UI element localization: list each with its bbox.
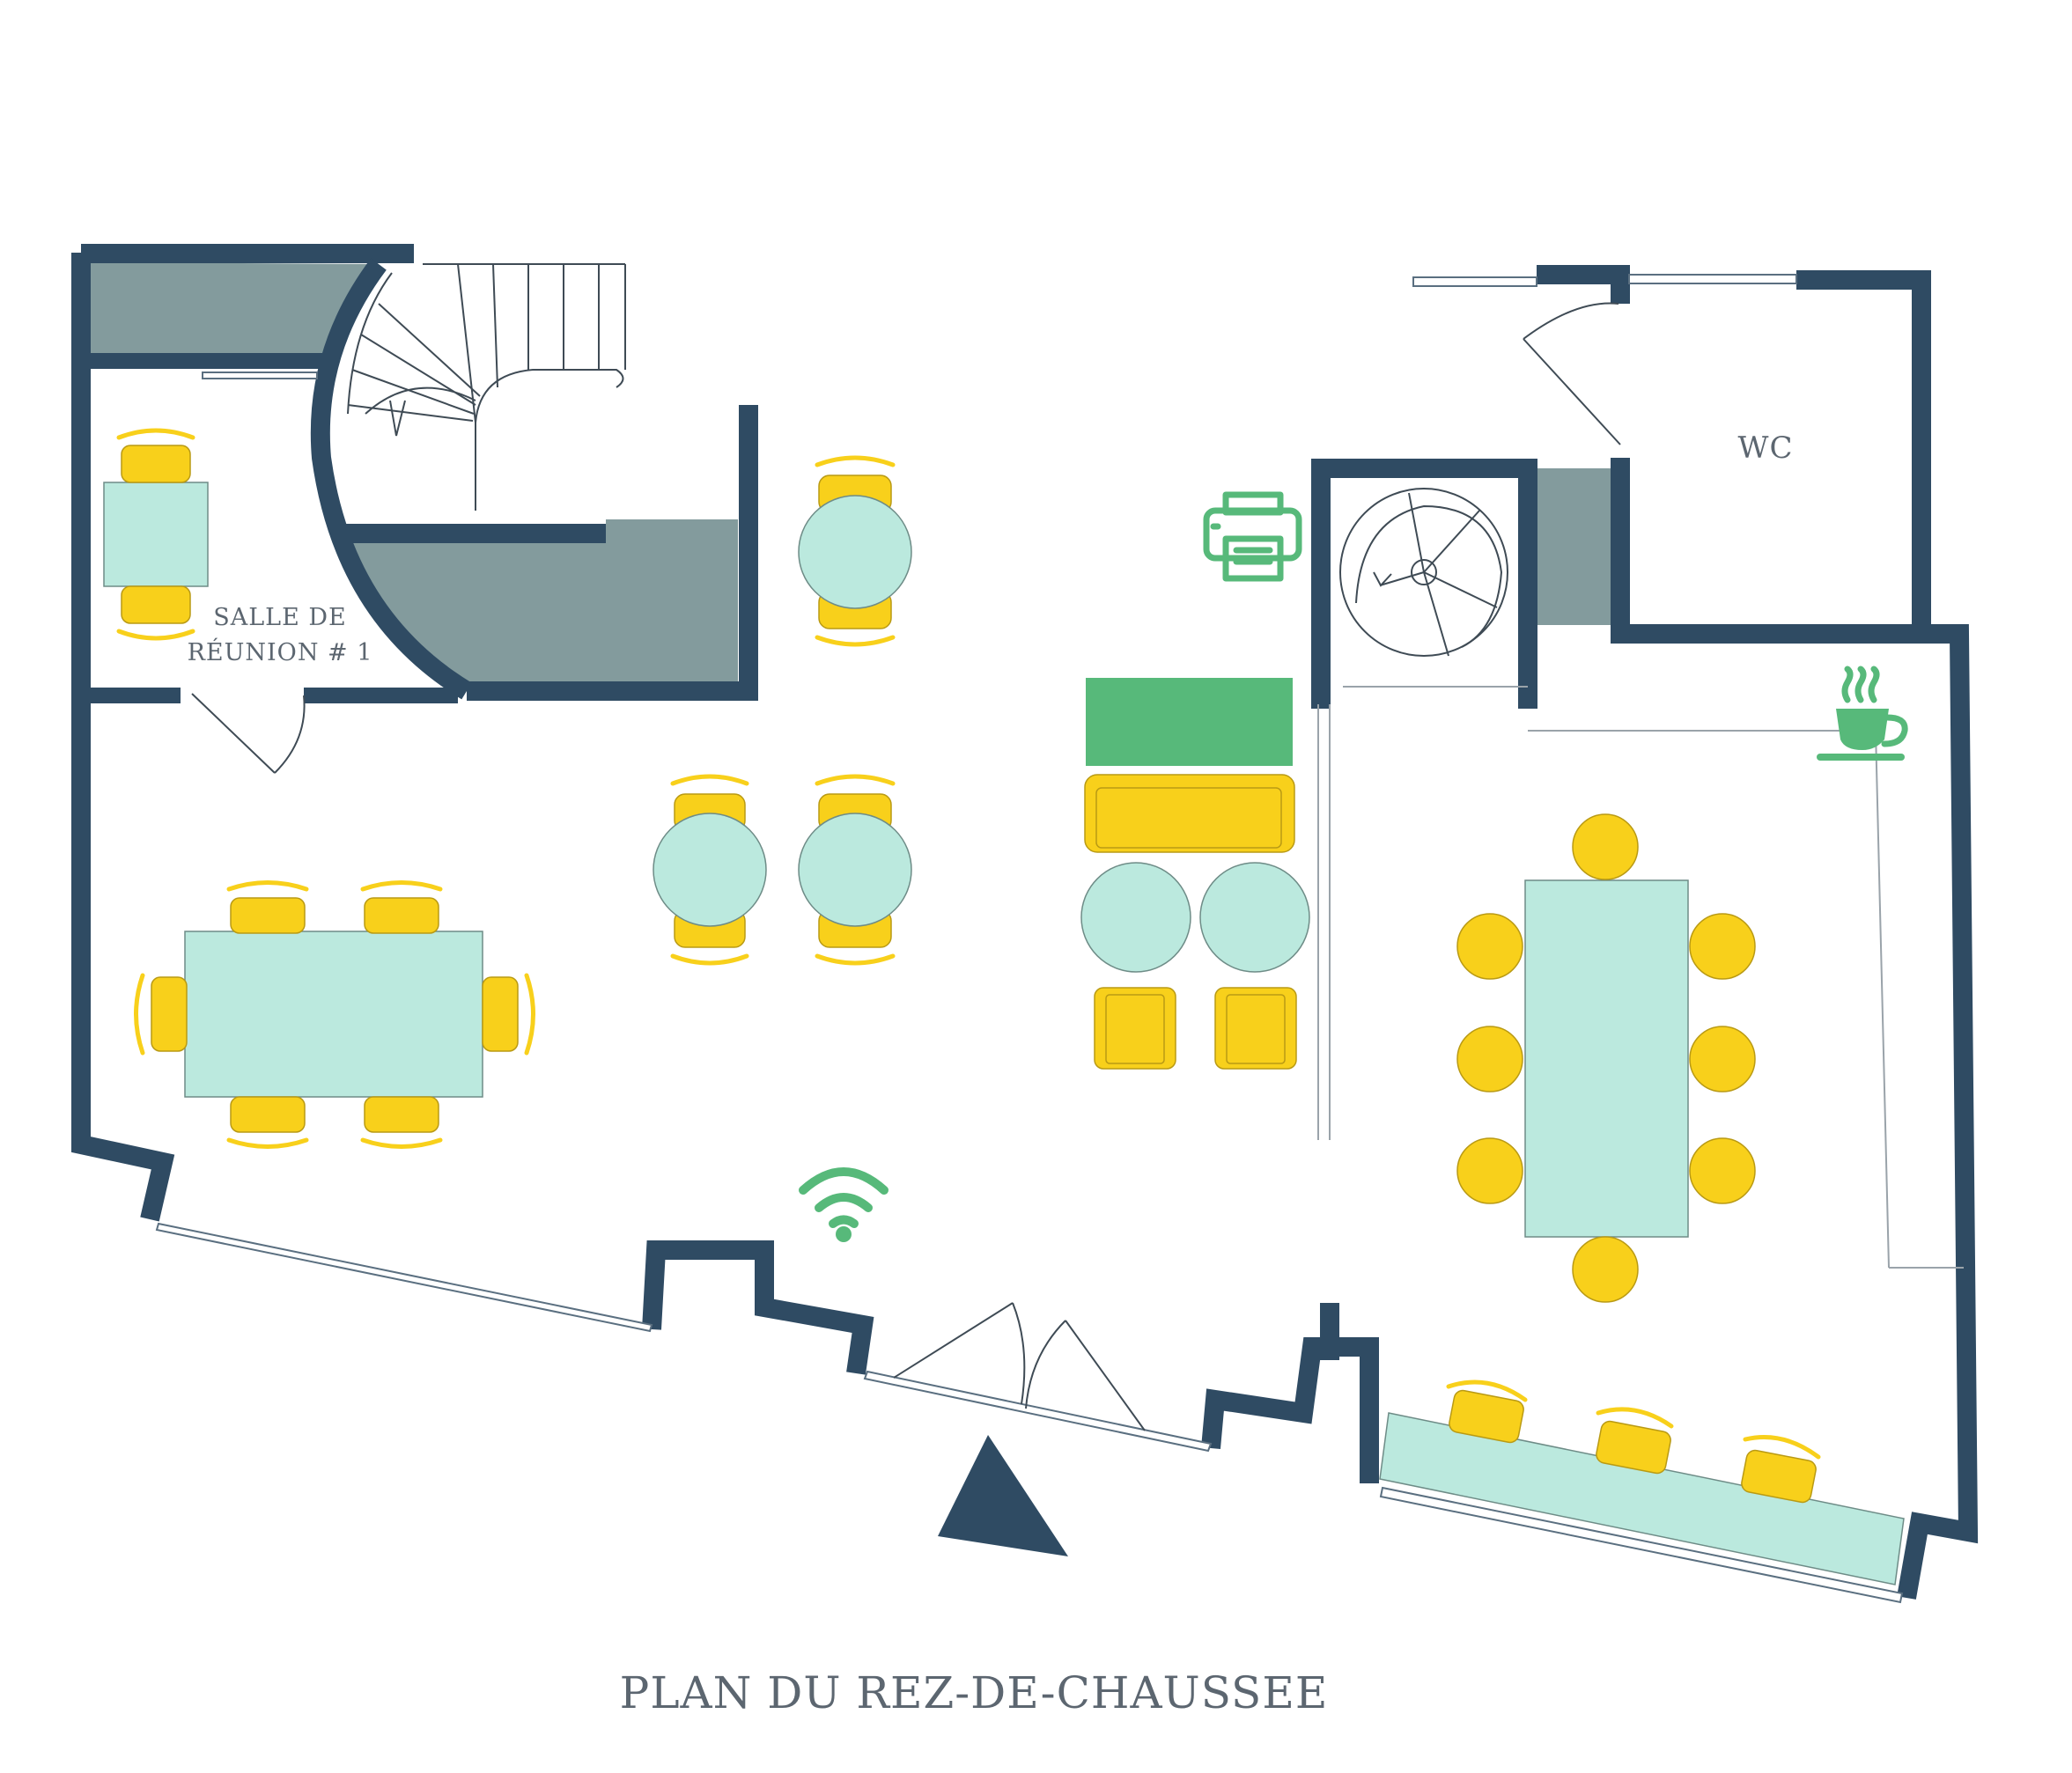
window-bottom-right xyxy=(1379,1486,1904,1604)
wc-label: WC xyxy=(1738,430,1794,466)
window-bottom-entrance xyxy=(863,1370,1213,1453)
window-bottom-left xyxy=(155,1222,653,1333)
entrance-arrow-icon xyxy=(938,1435,1068,1556)
partitions xyxy=(1317,686,1964,1269)
meeting-room-label-line1: SALLE DE xyxy=(213,604,347,631)
page-title: PLAN DU REZ-DE-CHAUSSEE xyxy=(620,1667,1329,1718)
meeting-room-furniture xyxy=(103,428,209,641)
storage-right xyxy=(1528,468,1616,625)
door-meeting xyxy=(191,693,276,774)
coffee-icon xyxy=(1817,666,1908,761)
table xyxy=(1524,879,1689,1238)
door-entrance-right xyxy=(1065,1320,1146,1431)
wall-stair-curve xyxy=(310,258,472,700)
wall-bottom-2 xyxy=(1201,1337,1379,1483)
wall-bottom-1 xyxy=(642,1240,874,1375)
window-meeting-top xyxy=(202,372,318,379)
windows xyxy=(155,274,1904,1604)
window-counter xyxy=(1379,1379,1905,1585)
spiral-staircase xyxy=(1339,488,1508,657)
round-table xyxy=(798,813,912,927)
storage-top-left xyxy=(90,262,379,361)
staircase xyxy=(347,263,626,511)
wifi-icon xyxy=(799,1167,889,1242)
doors xyxy=(191,302,1621,1431)
round-table xyxy=(798,495,912,609)
large-table-left xyxy=(134,880,535,1149)
walls xyxy=(71,244,1979,1600)
wall-left xyxy=(71,253,175,1222)
coffee-table xyxy=(1080,862,1191,973)
storage-areas xyxy=(90,262,1616,691)
door-wc xyxy=(1523,338,1621,445)
wall-under-stairs xyxy=(467,405,758,701)
storage-under-stairs xyxy=(348,519,738,691)
counter xyxy=(1379,1412,1905,1585)
wall-spiral-box xyxy=(1311,459,1537,709)
staircase-outline xyxy=(347,272,624,511)
round-tables xyxy=(653,455,912,966)
wall-top-right-2 xyxy=(1796,270,1979,1600)
green-bench xyxy=(1086,678,1293,766)
wall-top-right-1 xyxy=(1537,265,1630,304)
chair xyxy=(121,445,191,483)
window-top-right xyxy=(1628,274,1797,284)
table xyxy=(184,931,483,1098)
conference-table xyxy=(1456,813,1756,1303)
lounge xyxy=(1080,678,1310,1070)
chair xyxy=(121,585,191,624)
meeting-room-label-line2: RÉUNION # 1 xyxy=(188,637,373,666)
printer-icon xyxy=(1203,491,1302,582)
coffee-table xyxy=(1199,862,1310,973)
window-top-middle xyxy=(1412,276,1537,287)
meeting-table xyxy=(103,482,209,587)
door-entrance-left xyxy=(893,1302,1014,1379)
wall-wc xyxy=(1611,458,1921,644)
round-table xyxy=(653,813,767,927)
